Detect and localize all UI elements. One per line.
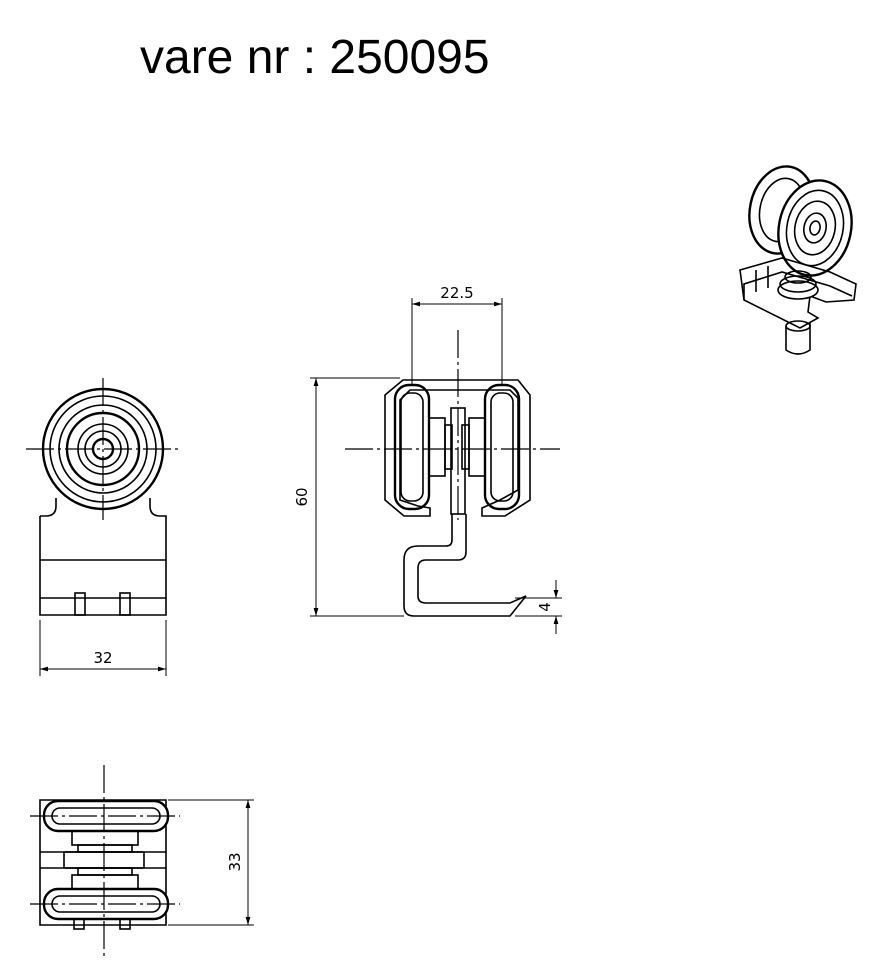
side-view: 22.5 60 4 (293, 284, 562, 634)
dimension-height-bottom: 33 (226, 852, 244, 871)
dimension-width-top: 22.5 (440, 284, 473, 302)
isometric-view (739, 165, 857, 355)
page-title: vare nr : 250095 (140, 31, 490, 84)
dimension-height-total: 60 (293, 487, 311, 506)
front-view: 32 (26, 378, 182, 676)
bottom-view: 33 (30, 765, 254, 960)
dimension-width-front: 32 (93, 649, 112, 667)
dimension-small: 4 (536, 602, 554, 612)
